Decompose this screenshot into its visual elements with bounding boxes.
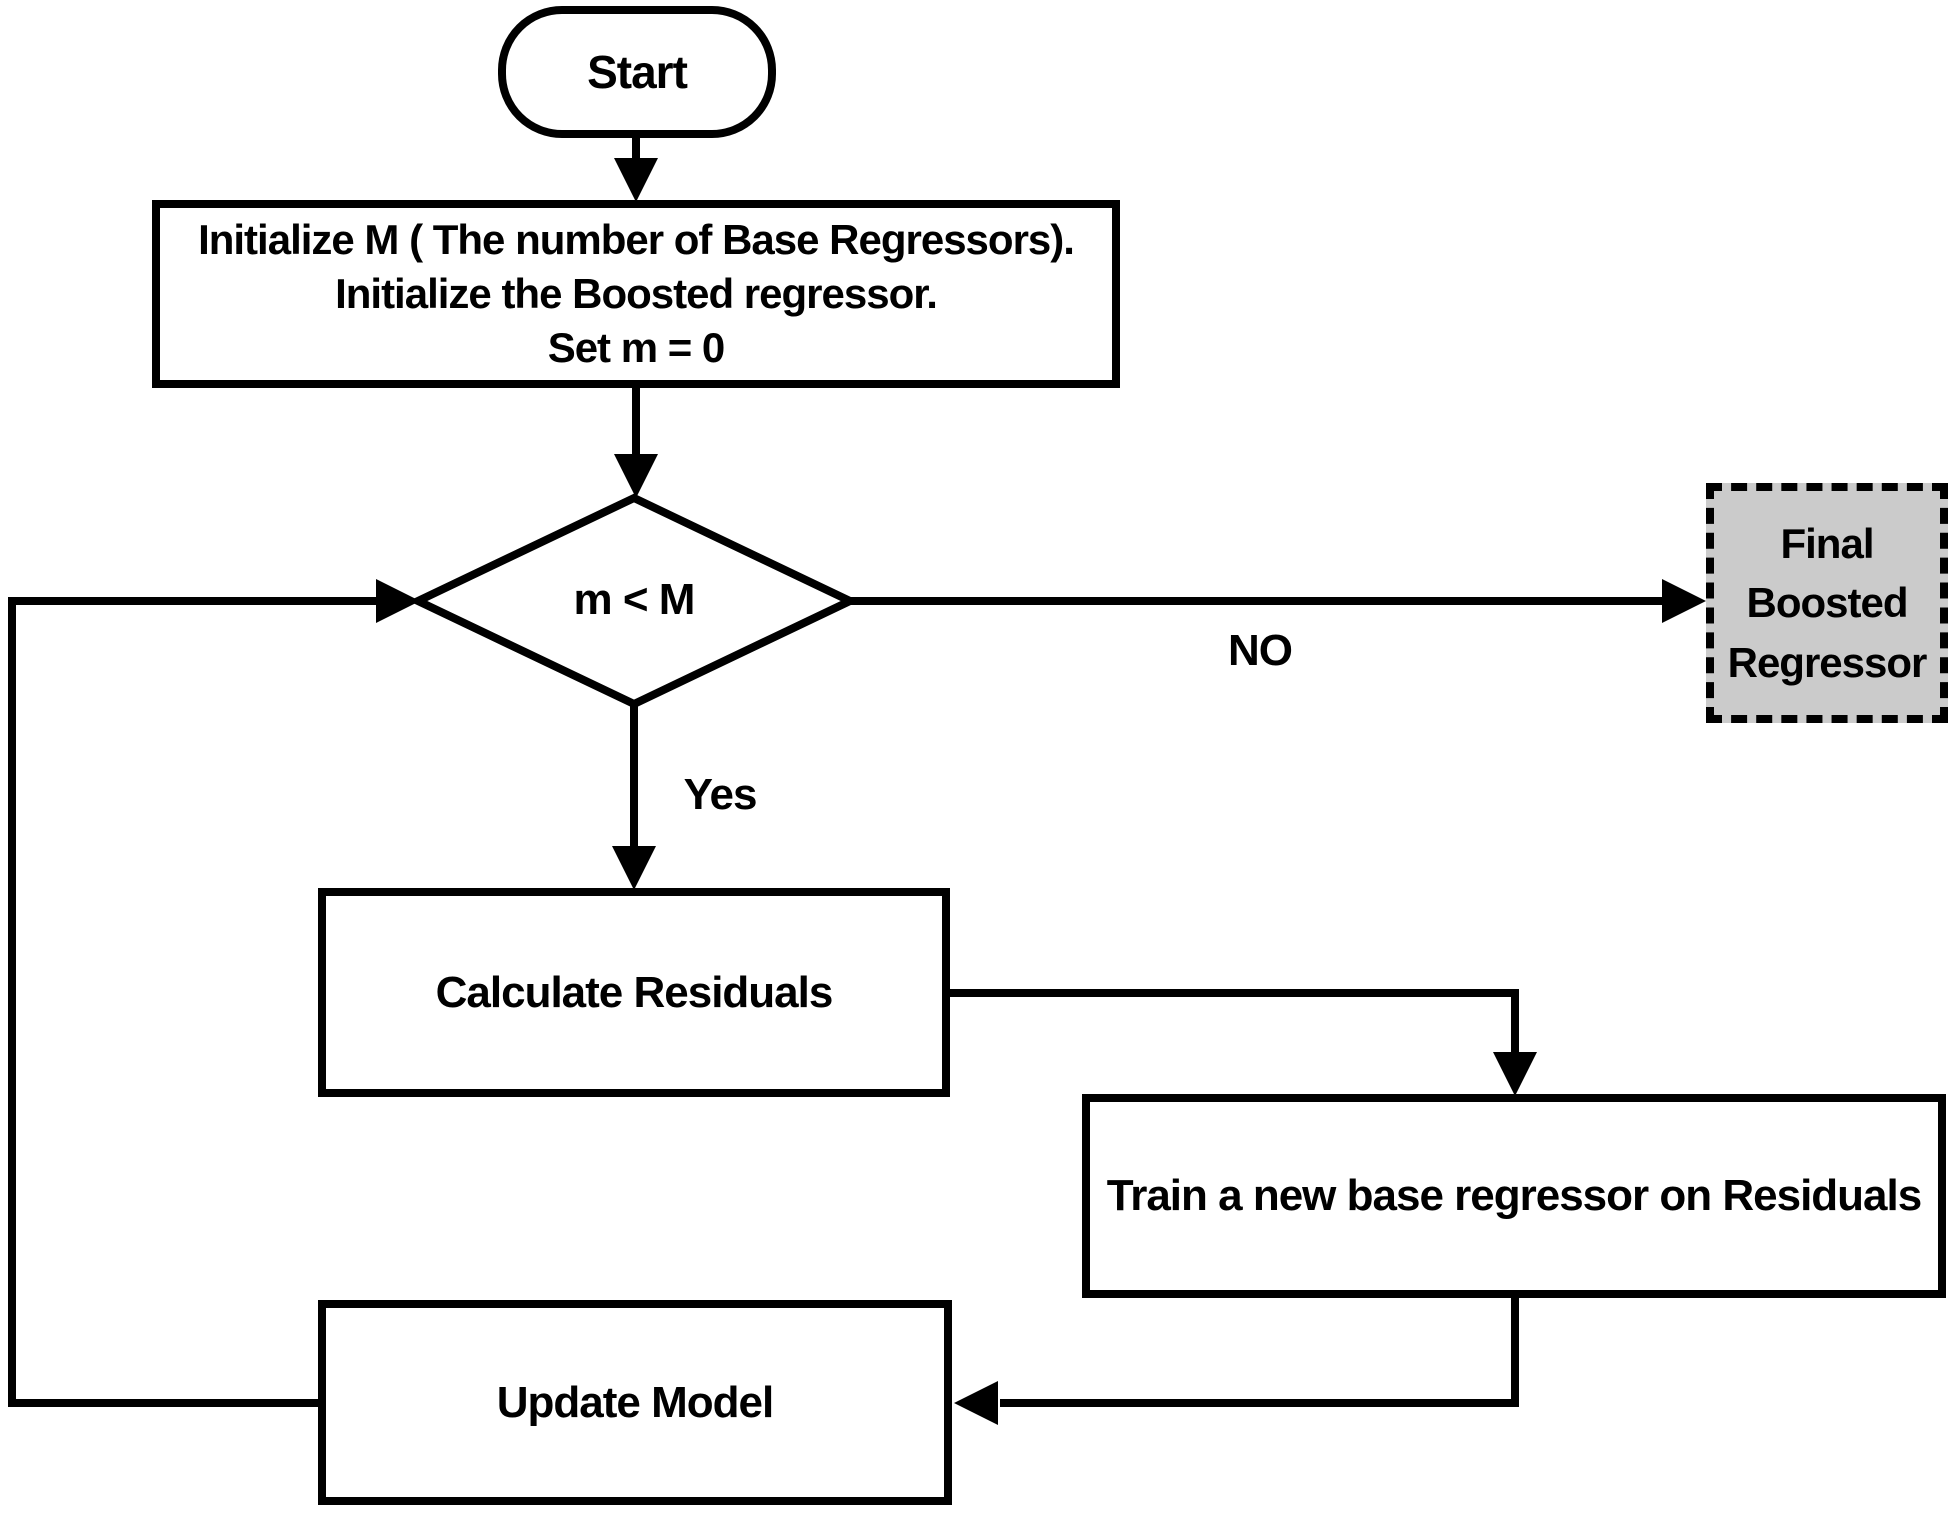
arrowhead-into-decision-left (376, 579, 420, 623)
node-start: Start (498, 6, 776, 138)
node-decision-label: m < M (573, 575, 696, 624)
edge-label-yes: Yes (683, 770, 758, 819)
node-start-label: Start (587, 46, 688, 98)
edge-update-to-decision-loop (8, 597, 378, 1407)
node-calculate-label: Calculate Residuals (435, 967, 834, 1017)
node-update-label: Update Model (496, 1377, 774, 1427)
arrowhead-into-calc (612, 846, 656, 890)
decision-diamond-shape (408, 493, 860, 709)
arrowhead-into-update (954, 1381, 998, 1425)
node-train-base-regressor: Train a new base regressor on Residuals (1082, 1094, 1946, 1298)
arrowhead-into-train (1493, 1052, 1537, 1096)
arrowhead-into-init (614, 158, 658, 202)
node-final-boosted-regressor: Final Boosted Regressor (1706, 483, 1948, 723)
node-update-model: Update Model (318, 1300, 952, 1505)
arrowhead-into-decision-top (614, 454, 658, 498)
edge-calc-to-train (946, 989, 1519, 1054)
node-initialize: Initialize M ( The number of Base Regres… (152, 200, 1120, 388)
arrowhead-into-final (1662, 579, 1706, 623)
edge-train-to-update (1000, 1296, 1519, 1407)
node-final-label: Final Boosted Regressor (1727, 519, 1928, 686)
edge-label-no: NO (1228, 626, 1293, 675)
node-initialize-label: Initialize M ( The number of Base Regres… (198, 216, 1075, 371)
node-train-label: Train a new base regressor on Residuals (1106, 1171, 1922, 1220)
node-calculate-residuals: Calculate Residuals (318, 888, 950, 1097)
